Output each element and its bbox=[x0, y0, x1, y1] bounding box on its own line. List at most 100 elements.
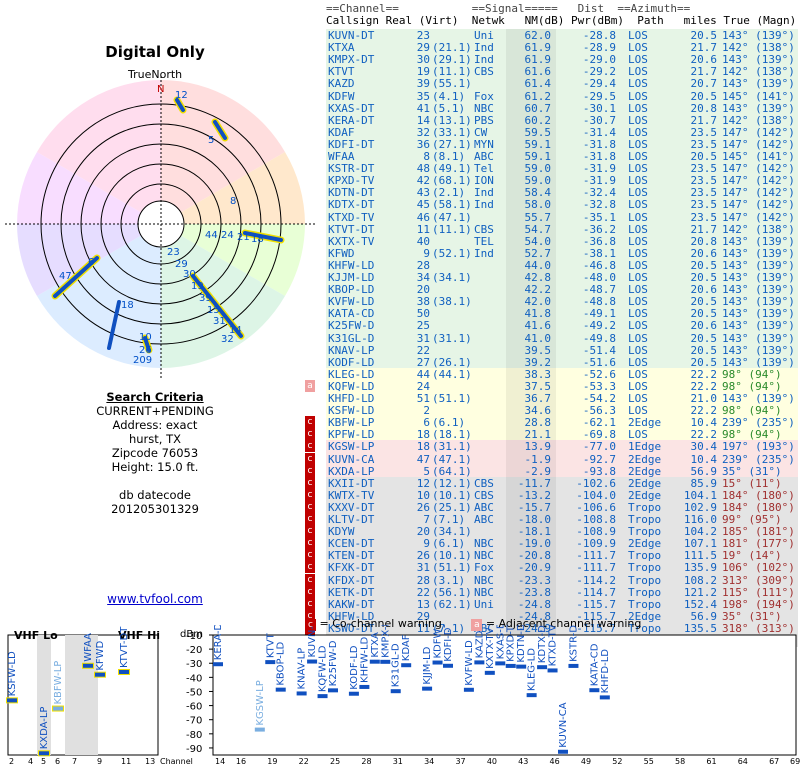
cell-dist: 56.9 bbox=[690, 464, 718, 478]
cochannel-warning-badge: c bbox=[305, 416, 315, 429]
cell-path: LOS bbox=[628, 198, 648, 212]
cell-nm: 61.4 bbox=[524, 77, 552, 91]
cell-nm: 21.1 bbox=[524, 428, 552, 442]
cell-az: 15° (11°) bbox=[722, 476, 782, 490]
cell-net: CBS bbox=[474, 476, 494, 490]
cell-pwr: -108.8 bbox=[576, 513, 616, 526]
cell-path: LOS bbox=[628, 162, 648, 176]
cell-path: LOS bbox=[628, 234, 648, 248]
cell-pwr: -36.2 bbox=[582, 222, 616, 236]
svg-text:29: 29 bbox=[175, 259, 188, 270]
cell-az: 106° (102°) bbox=[722, 561, 795, 575]
x-tick-label: 28 bbox=[361, 757, 371, 766]
svg-text:26: 26 bbox=[139, 345, 152, 356]
cell-az: 99° (95°) bbox=[722, 513, 782, 526]
cell-pwr: -28.8 bbox=[582, 29, 616, 42]
x-tick-label: 37 bbox=[455, 757, 465, 766]
data-point bbox=[432, 660, 443, 665]
cell-path: Tropo bbox=[628, 525, 662, 539]
cell-nm: -24.8 bbox=[517, 597, 551, 611]
cell-az: 98° (94°) bbox=[722, 428, 782, 442]
cell-nm: -2.9 bbox=[524, 464, 552, 478]
cell-real: 40 bbox=[416, 234, 430, 248]
cell-pwr: -49.1 bbox=[582, 307, 616, 321]
cell-real: 19 bbox=[416, 65, 430, 79]
point-label: KATA-CD bbox=[589, 643, 600, 686]
cell-call: KERA-DT bbox=[328, 113, 375, 127]
cell-pwr: -56.3 bbox=[582, 404, 616, 418]
cell-az: 143° (139°) bbox=[722, 331, 795, 345]
point-label: KJJM-LD bbox=[422, 646, 433, 684]
cell-dist: 20.5 bbox=[690, 295, 718, 309]
cochannel-warning-badge: c bbox=[305, 609, 315, 622]
cell-nm: 61.6 bbox=[524, 65, 552, 79]
point-label: KSTR-DT bbox=[568, 625, 579, 662]
cell-path: LOS bbox=[628, 283, 648, 297]
x-tick-label: 43 bbox=[518, 757, 528, 766]
svg-text:8: 8 bbox=[230, 196, 236, 207]
cell-net: Ind bbox=[474, 246, 494, 260]
svg-text:23: 23 bbox=[167, 247, 180, 258]
cell-net: NBC bbox=[474, 585, 494, 599]
cell-virt: (10.1) bbox=[432, 549, 472, 563]
cell-call: KPXD-TV bbox=[328, 174, 375, 188]
cell-virt: (64.1) bbox=[432, 464, 472, 478]
point-label: KGSW-LP bbox=[255, 680, 266, 725]
cell-pwr: -111.7 bbox=[576, 561, 616, 575]
tvfool-link[interactable]: www.tvfool.com bbox=[107, 592, 203, 606]
cell-nm: -23.3 bbox=[517, 573, 551, 587]
cell-net: ABC bbox=[474, 150, 494, 163]
cell-dist: 21.7 bbox=[690, 65, 718, 79]
table-header-2: Callsign Real (Virt) Netwk NM(dB) Pwr(dB… bbox=[326, 14, 797, 27]
cell-real: 36 bbox=[416, 137, 430, 151]
cell-dist: 20.6 bbox=[690, 319, 718, 333]
cell-call: KFDX-DT bbox=[328, 573, 375, 587]
db-datecode-value: 201205301329 bbox=[111, 502, 199, 516]
cell-pwr: -106.6 bbox=[576, 500, 616, 514]
cell-az: 143° (139°) bbox=[722, 343, 795, 357]
criteria-line: Address: exact bbox=[112, 418, 198, 432]
co-channel-legend: = Co-channel warning bbox=[319, 617, 442, 630]
cell-dist: 21.7 bbox=[690, 41, 718, 55]
cell-dist: 10.4 bbox=[690, 452, 718, 466]
x-tick-label: 46 bbox=[550, 757, 560, 766]
cell-net: PBS bbox=[474, 113, 494, 127]
cell-dist: 107.1 bbox=[683, 537, 717, 551]
cell-call: KDAF bbox=[328, 125, 355, 139]
cell-az: 98° (94°) bbox=[722, 367, 782, 381]
cell-real: 42 bbox=[416, 174, 430, 188]
cell-path: LOS bbox=[628, 295, 648, 309]
search-criteria: Search Criteria CURRENT+PENDING Address:… bbox=[20, 390, 290, 516]
data-point bbox=[119, 669, 129, 674]
cell-dist: 21.7 bbox=[690, 222, 718, 236]
svg-text:18: 18 bbox=[121, 300, 134, 311]
vhf-shade bbox=[65, 635, 98, 755]
point-label: KSFW-LD bbox=[7, 651, 18, 696]
cell-call: KTVT bbox=[328, 65, 355, 79]
cell-az: 318° (313°) bbox=[722, 621, 795, 635]
legend: c = Co-channel warning a = Adjacent chan… bbox=[305, 617, 641, 631]
data-point bbox=[328, 688, 338, 693]
cell-path: Tropo bbox=[628, 573, 662, 587]
cell-virt: (11.1) bbox=[432, 222, 472, 236]
cell-real: 11 bbox=[416, 621, 430, 635]
cell-az: 19° (14°) bbox=[722, 549, 782, 563]
cell-dist: 23.5 bbox=[690, 198, 718, 212]
co-channel-icon: c bbox=[305, 619, 316, 631]
cell-dist: 22.2 bbox=[690, 428, 718, 442]
cell-az: 143° (139°) bbox=[722, 319, 795, 333]
svg-text:12: 12 bbox=[175, 90, 188, 101]
cell-path: LOS bbox=[628, 137, 648, 151]
cell-path: 2Edge bbox=[628, 537, 662, 551]
